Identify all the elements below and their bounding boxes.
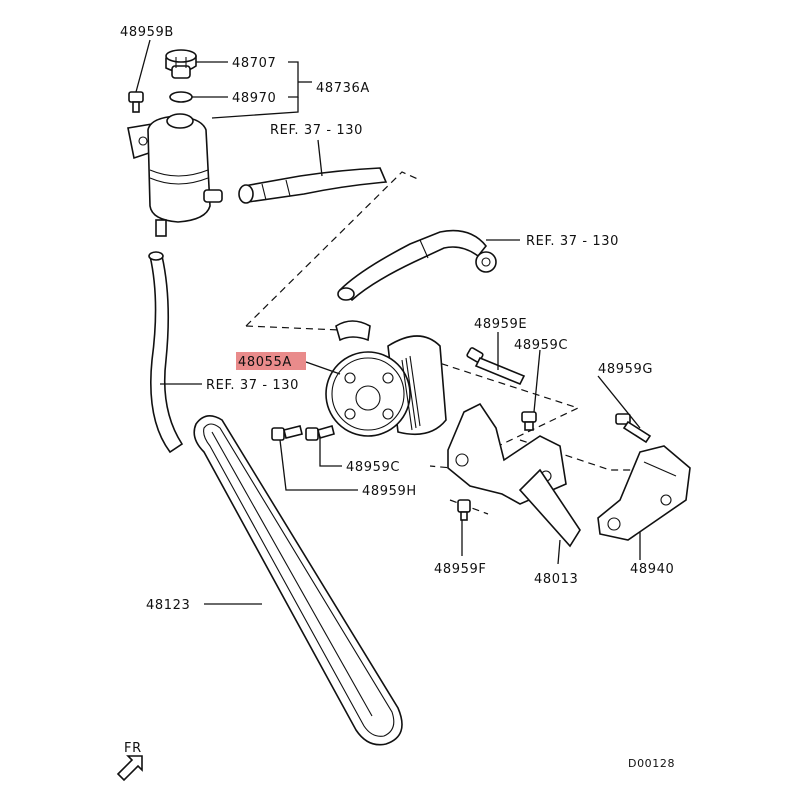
callout-48959B: 48959B [120,25,174,40]
callout-48055A: 48055A [238,355,292,370]
orientation-indicator: FR [116,741,143,782]
reservoir-assembly [127,49,223,237]
bolt-48959C-upper [521,411,537,431]
bolt-48959G [615,413,652,444]
reservoir-bolt [128,91,144,113]
dashed-guides [245,171,636,515]
pump-bracket [447,402,581,548]
reservoir-body [147,113,223,237]
front-arrow-icon [116,755,143,782]
ref-hose-top: REF. 37 - 130 [270,123,363,138]
diagram-code: D00128 [628,757,675,770]
callout-48959H: 48959H [362,484,417,499]
ref-hose-middle: REF. 37 - 130 [526,234,619,249]
power-steering-pump [325,320,447,437]
callout-48013: 48013 [534,572,578,587]
callout-48940: 48940 [630,562,674,577]
bolt-48959E [466,347,526,386]
callout-48123: 48123 [146,598,190,613]
callout-48959E: 48959E [474,317,527,332]
mount-bracket [597,445,691,541]
callout-48736A: 48736A [316,81,370,96]
callout-48959C-lower: 48959C [346,460,400,475]
callout-labels: 48959B 48707 48970 48736A REF. 37 - 130 … [120,25,674,613]
callout-48959F: 48959F [434,562,486,577]
o-ring [169,91,193,103]
hose-top [238,167,388,204]
callout-48707: 48707 [232,56,276,71]
leader-lines [135,39,641,605]
bolt-48959C-lower [305,425,335,441]
front-label: FR [124,741,142,756]
hose-middle [337,229,497,302]
part-highlight [236,352,306,370]
hose-left-return [148,251,184,454]
callout-48959G: 48959G [598,362,653,377]
callout-48970: 48970 [232,91,276,106]
bolt-48959F [457,499,471,521]
ref-hose-left: REF. 37 - 130 [206,378,299,393]
callout-48959C-upper: 48959C [514,338,568,353]
reservoir-cap [165,49,197,79]
drive-belt [193,415,403,746]
bolt-48959H [271,425,303,441]
